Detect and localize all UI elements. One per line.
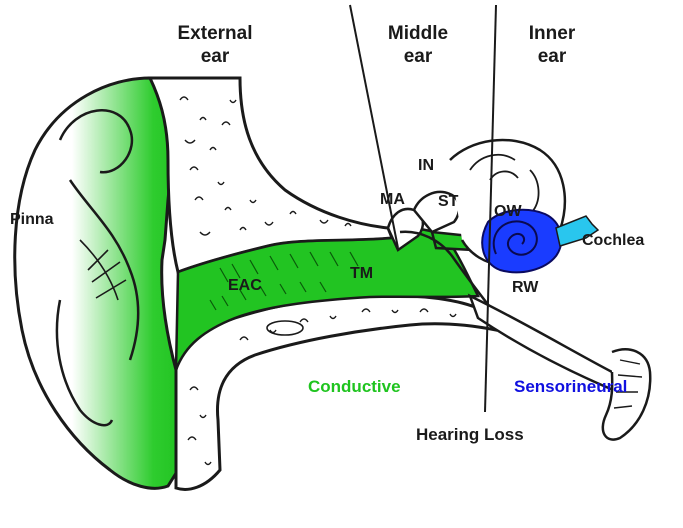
header-middle-ear: Middle ear [368,22,468,68]
label-conductive: Conductive [308,378,401,395]
label-rw: RW [512,280,538,296]
label-pinna: Pinna [10,212,54,228]
pinna-shape [15,78,178,488]
header-inner-ear: Inner ear [512,22,592,68]
label-ma: MA [380,192,405,208]
label-in: IN [418,158,434,174]
label-st: ST [438,194,458,210]
label-tm: TM [350,266,373,282]
label-eac: EAC [228,278,262,294]
label-ow: OW [494,204,522,220]
header-external-ear: External ear [150,22,280,68]
label-cochlea: Cochlea [582,233,644,249]
label-sensorineural: Sensorineural [514,378,627,395]
label-hearing-loss: Hearing Loss [416,426,524,443]
